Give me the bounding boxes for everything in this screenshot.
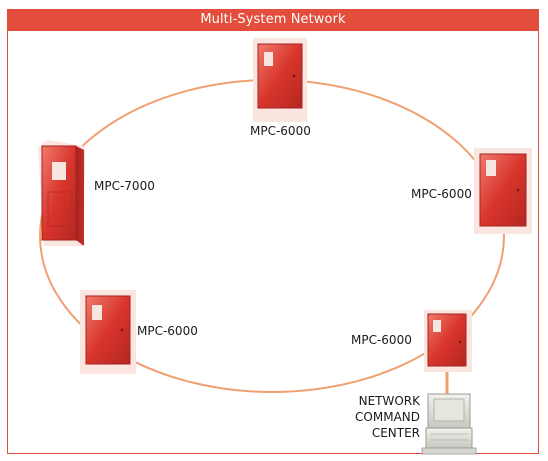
panel-left-mpc7000 bbox=[38, 140, 85, 246]
command-center-line3: CENTER bbox=[371, 426, 420, 440]
title-bar: Multi-System Network bbox=[7, 9, 539, 31]
panel-right-mpc6000 bbox=[474, 148, 532, 234]
label-top-mpc6000: MPC-6000 bbox=[250, 124, 311, 138]
command-center-label: NETWORK COMMAND CENTER bbox=[355, 393, 420, 441]
computer-icon bbox=[421, 393, 477, 455]
panel-top-mpc6000 bbox=[253, 38, 307, 122]
command-center-line2: COMMAND bbox=[355, 410, 420, 424]
label-left-mpc7000: MPC-7000 bbox=[94, 179, 155, 193]
label-bottomleft-mpc6000: MPC-6000 bbox=[137, 324, 198, 338]
label-bottomright-mpc6000: MPC-6000 bbox=[351, 333, 412, 347]
panel-bottomleft-mpc6000 bbox=[80, 290, 136, 374]
panel-bottomright-mpc6000 bbox=[424, 310, 472, 372]
diagram-title: Multi-System Network bbox=[200, 12, 346, 27]
label-right-mpc6000: MPC-6000 bbox=[411, 187, 472, 201]
command-center-line1: NETWORK bbox=[358, 394, 420, 408]
